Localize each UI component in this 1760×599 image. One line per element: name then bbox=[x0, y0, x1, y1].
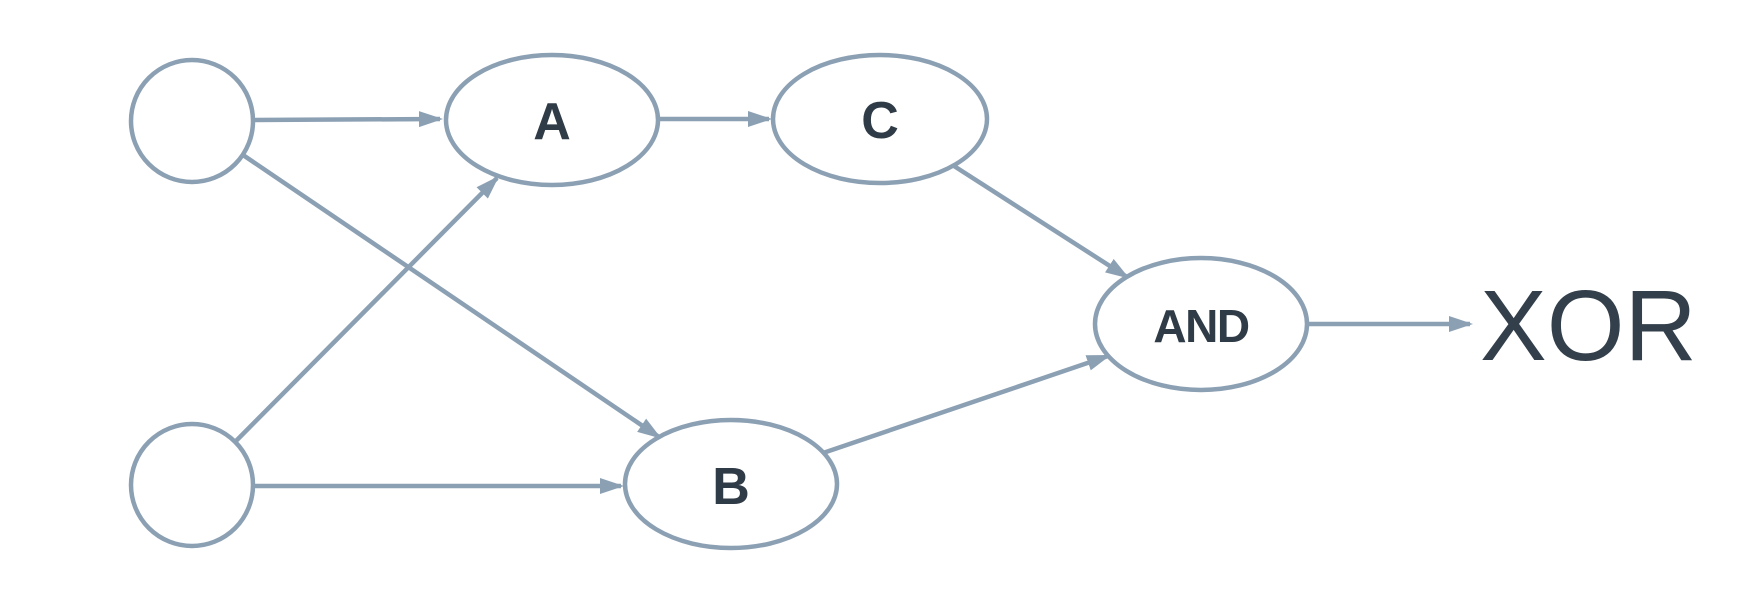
node-c-label: C bbox=[861, 92, 899, 150]
edge-input2-to-a bbox=[233, 175, 500, 444]
node-b bbox=[622, 417, 840, 551]
output-xor-label: XOR bbox=[1480, 270, 1697, 382]
node-input-1 bbox=[128, 57, 256, 185]
node-a bbox=[443, 52, 661, 188]
edge-input1-to-a bbox=[253, 111, 443, 128]
node-c bbox=[770, 52, 990, 186]
node-a-label: A bbox=[533, 93, 571, 151]
node-b-label: B bbox=[712, 458, 750, 516]
edge-b-to-and bbox=[822, 353, 1111, 456]
node-input-2 bbox=[128, 421, 256, 549]
edge-input1-to-b bbox=[241, 153, 662, 439]
node-and-label: AND bbox=[1153, 300, 1248, 352]
node-and bbox=[1092, 255, 1310, 393]
edge-c-to-and bbox=[952, 164, 1130, 279]
